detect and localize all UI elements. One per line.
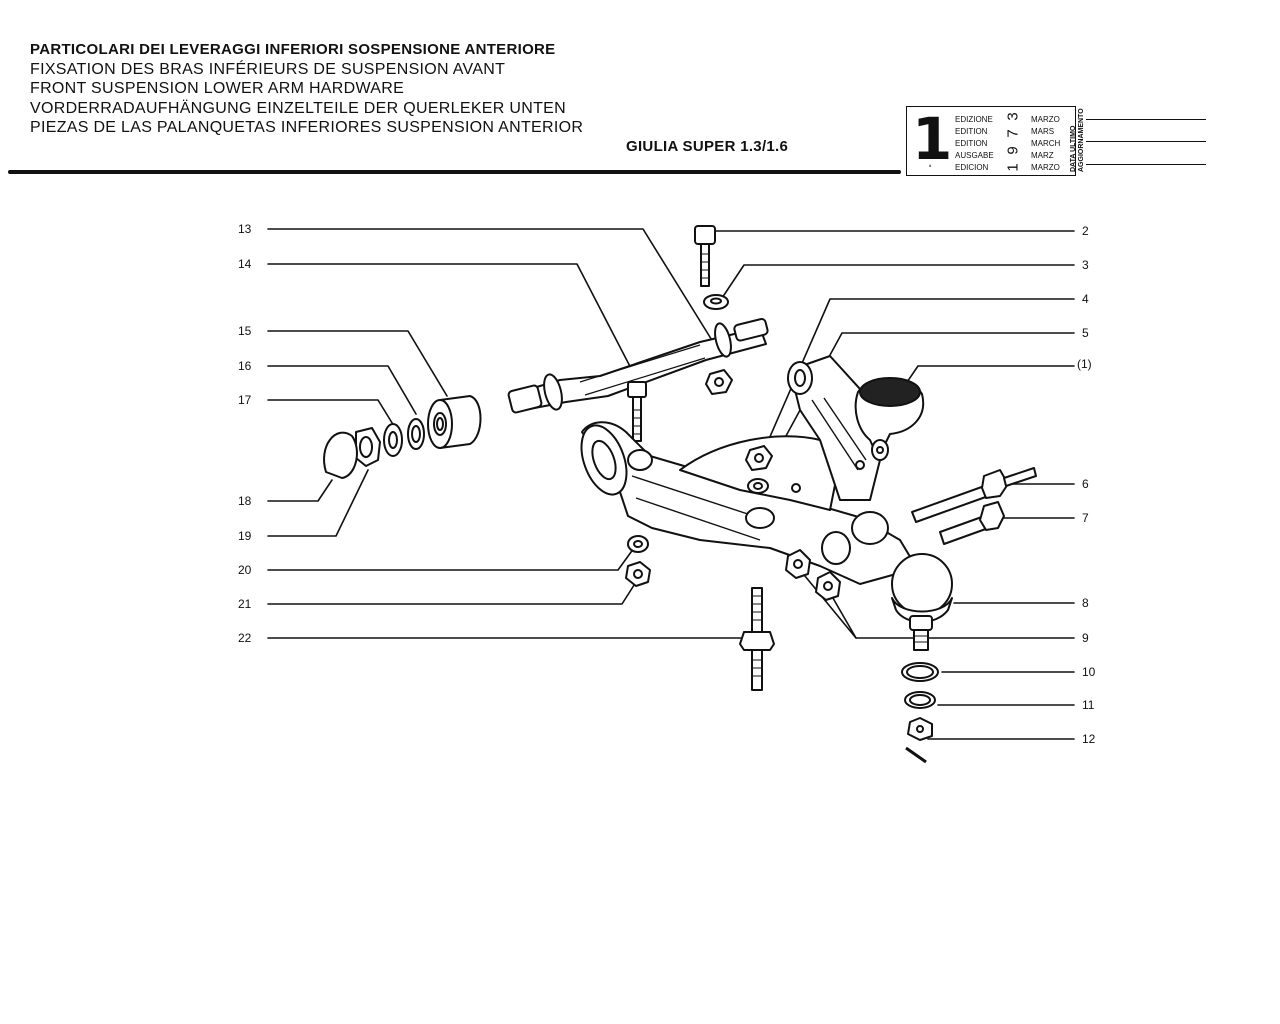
callout-9: 9 [1082, 631, 1089, 645]
edition-suffix: st [929, 141, 934, 147]
title-english: FRONT SUSPENSION LOWER ARM HARDWARE [30, 80, 405, 97]
leader-20 [267, 547, 635, 571]
callout-22: 22 [238, 631, 252, 645]
callout-19: 19 [238, 529, 252, 543]
edition-month: MARS [1031, 127, 1055, 136]
title-german: VORDERRADAUFHÄNGUNG EINZELTEILE DER QUER… [30, 99, 566, 117]
callout-17: 17 [238, 393, 252, 407]
callout-13: 13 [238, 222, 252, 236]
part-7-bolt [939, 501, 1005, 545]
edition-label: EDITION [955, 127, 988, 136]
edition-label: EDICION [955, 163, 989, 172]
callout-16: 16 [238, 359, 252, 373]
edition-month: MARZO [1031, 115, 1060, 124]
callout-11: 11 [1082, 698, 1095, 712]
part-6-stud [911, 467, 1037, 523]
leader-19 [267, 469, 369, 537]
edition-suffix: a [929, 117, 933, 123]
leader-4 [761, 298, 1075, 456]
callout-4: 4 [1082, 292, 1089, 306]
edition-month: MARZO [1031, 163, 1060, 172]
lower-arm [580, 421, 913, 585]
callout-5: 5 [1082, 326, 1089, 340]
update-line [1086, 119, 1206, 121]
title-block: PARTICOLARI DEI LEVERAGGI INFERIORI SOSP… [30, 40, 583, 138]
leader-21 [267, 581, 637, 605]
edition-month: MARCH [1031, 139, 1061, 148]
callout-10: 10 [1082, 665, 1096, 679]
cotter-pin [905, 746, 927, 764]
update-line [1086, 141, 1206, 143]
part-14-bolt [627, 381, 647, 442]
callout-15: 15 [238, 324, 252, 338]
callout-2: 2 [1082, 224, 1089, 238]
callout-1: (1) [1077, 357, 1092, 371]
callout-6: 6 [1082, 477, 1089, 491]
model-name: GIULIA SUPER 1.3/1.6 [626, 138, 789, 155]
edition-suffix: ère [929, 129, 938, 135]
leader-15 [267, 330, 448, 397]
leader-1 [902, 365, 1075, 389]
leader-3 [721, 264, 1075, 299]
callout-12: 12 [1082, 732, 1096, 746]
update-line [1086, 164, 1206, 166]
edition-label: EDITION [955, 139, 988, 148]
part-18-cap [323, 431, 358, 479]
part-19-nut [355, 427, 381, 467]
leader-17 [267, 399, 395, 427]
callout-3: 3 [1082, 258, 1089, 272]
edition-suffix: ª [929, 165, 932, 171]
title-spanish: PIEZAS DE LAS PALANQUETAS INFERIORES SUS… [30, 119, 584, 136]
title-french: FIXSATION DES BRAS INFÉRIEURS DE SUSPENS… [30, 60, 506, 78]
callout-21: 21 [238, 597, 252, 611]
callout-8: 8 [1082, 596, 1089, 610]
edition-label: AUSGABE [955, 151, 994, 160]
leader-14 [267, 263, 637, 379]
leader-lines-left [267, 228, 753, 639]
part-22-stud [739, 587, 775, 691]
part-2-bolt [694, 225, 716, 287]
edition-box [906, 106, 1076, 176]
edition-month: MARZ [1031, 151, 1054, 160]
callout-18: 18 [238, 494, 252, 508]
edition-number: 1 [912, 105, 953, 173]
leader-13 [267, 228, 719, 351]
header-rule [8, 170, 901, 174]
callout-14: 14 [238, 257, 252, 271]
leader-16 [267, 365, 417, 415]
callout-7: 7 [1082, 511, 1089, 525]
edition-suffix: . [929, 153, 931, 159]
leader-5 [761, 332, 1075, 481]
title-italian: PARTICOLARI DEI LEVERAGGI INFERIORI SOSP… [30, 41, 556, 58]
leader-18 [267, 479, 333, 502]
part-8-ball-joint [891, 553, 953, 651]
part-1-bump-stop [854, 377, 925, 461]
part-15-bushing [427, 395, 482, 449]
callout-20: 20 [238, 563, 252, 577]
part-13-shaft [507, 317, 769, 414]
edition-label: EDIZIONE [955, 115, 993, 124]
